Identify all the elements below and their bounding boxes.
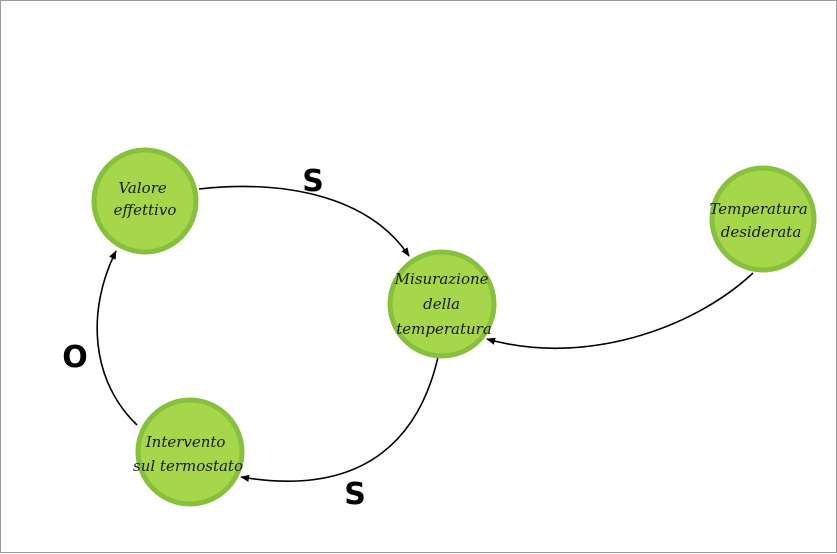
svg-text:Misurazione della: Misurazione della temperatura [394,270,494,338]
svg-text:Valore effettivo: Valore effettivo [114,179,177,219]
svg-text:Intervento sul termost: Intervento sul termostato [133,433,243,475]
node-label-line: Misurazione [394,270,489,288]
node-label-line: Valore [118,179,166,197]
edge-valore-to-misurazione [198,185,410,257]
node-label-line: effettivo [114,201,177,219]
edge-temperatura-to-misurazione [486,272,754,350]
node-label-line: Intervento [145,433,226,451]
svg-text:Temperatura desiderata: Temperatura desiderata [709,200,812,241]
node-temperatura-desiderata: Temperatura desiderata [709,165,817,273]
node-intervento-sul-termostato: Intervento sul termostato [133,397,245,507]
node-misurazione-della-temperatura: Misurazione della temperatura [387,249,497,359]
node-label-line: temperatura [396,320,492,338]
edge-label-valore-misurazione: S [302,164,324,199]
edge-intervento-to-valore [96,250,138,426]
node-label-line: della [423,295,460,313]
node-label-line: sul termostato [133,457,243,475]
edge-label-intervento-valore: O [62,340,88,375]
node-valore-effettivo: Valore effettivo [91,147,199,255]
node-label-line: desiderata [721,223,802,241]
edge-label-misurazione-intervento: S [344,477,366,512]
edge-misurazione-to-intervento [240,356,439,482]
node-label-line: Temperatura [709,200,807,218]
